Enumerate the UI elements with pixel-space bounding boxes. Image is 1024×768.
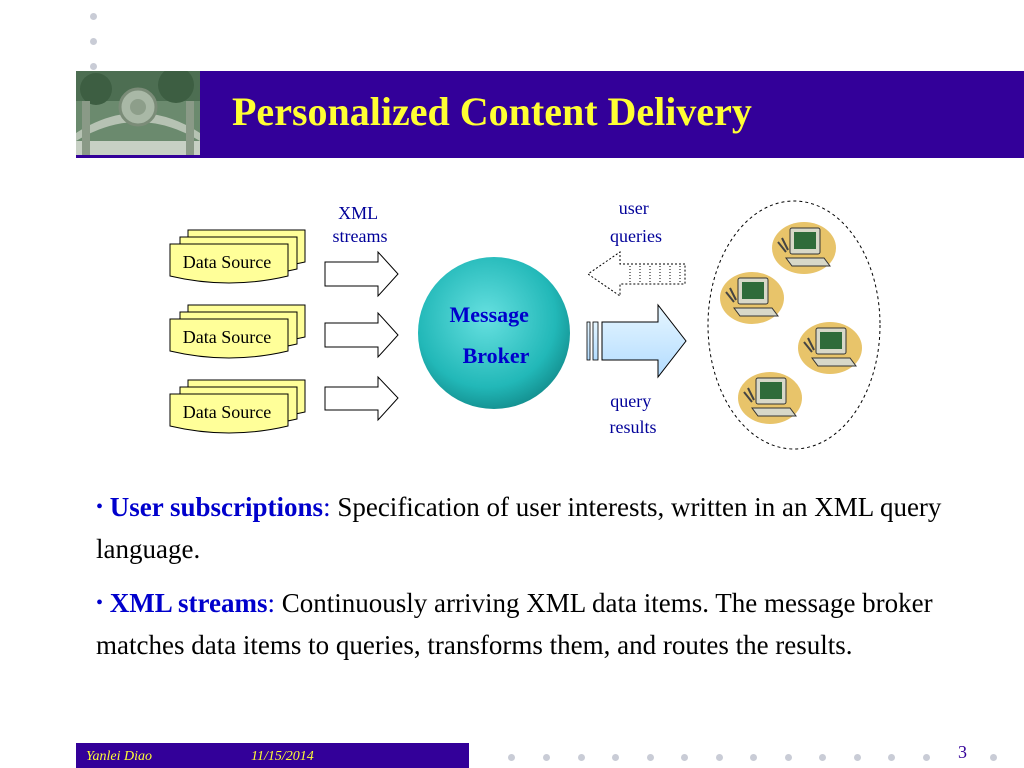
data-source-label: Data Source — [183, 252, 271, 272]
footer-author: Yanlei Diao — [86, 749, 152, 764]
decorative-dot — [647, 754, 654, 761]
computer-icon — [772, 222, 836, 274]
message-broker-label: Message Broker — [450, 302, 535, 368]
user-queries-label: user queries — [610, 198, 662, 246]
decorative-dot — [990, 754, 997, 761]
data-source-1: Data Source — [169, 229, 306, 284]
content-delivery-diagram: Data Source Data Source Data Source XML … — [169, 198, 881, 450]
query-results-arrow — [586, 303, 687, 379]
decorative-dot — [578, 754, 585, 761]
computer-icon — [738, 372, 802, 424]
bullet-text: Continuously arriving XML data items. Th… — [96, 588, 933, 660]
sather-gate-logo — [76, 71, 200, 158]
stream-arrow — [324, 250, 399, 298]
footer-bar — [76, 743, 469, 768]
decorative-dot — [508, 754, 515, 761]
title-bar — [76, 71, 1024, 158]
bullet-item: • XML streams: Continuously arriving XML… — [96, 582, 956, 666]
footer-date: 11/15/2014 — [251, 749, 314, 764]
decorative-dot — [923, 754, 930, 761]
page-number: 3 — [958, 742, 967, 762]
bullet-icon: • — [96, 592, 104, 614]
decorative-dot — [716, 754, 723, 761]
decorative-dot — [90, 38, 97, 45]
data-source-2: Data Source — [169, 304, 306, 359]
query-results-label: query results — [610, 391, 657, 437]
bullet-text: Specification of user interests, written… — [96, 492, 942, 564]
bullet-item: • User subscriptions: Specification of u… — [96, 486, 956, 570]
computer-icon — [720, 272, 784, 324]
decorative-dot — [888, 754, 895, 761]
page-title: Personalized Content Delivery — [232, 89, 752, 134]
data-source-label: Data Source — [183, 402, 271, 422]
bullet-term: XML streams — [109, 588, 268, 618]
decorative-dot — [543, 754, 550, 761]
bullet-colon: : — [267, 588, 276, 618]
decorative-dot — [785, 754, 792, 761]
decorative-dot — [612, 754, 619, 761]
decorative-dot — [90, 13, 97, 20]
computer-icon — [798, 322, 862, 374]
decorative-dot — [681, 754, 688, 761]
decorative-dot — [750, 754, 757, 761]
xml-streams-label: XML streams — [333, 203, 388, 246]
bullet-colon: : — [323, 492, 331, 522]
data-source-3: Data Source — [169, 379, 306, 434]
decorative-dot — [854, 754, 861, 761]
stream-arrow — [324, 311, 399, 359]
decorative-dot — [90, 63, 97, 70]
bullet-term: User subscriptions — [109, 492, 324, 522]
message-broker — [418, 257, 570, 409]
clients-group — [707, 200, 881, 450]
data-source-label: Data Source — [183, 327, 271, 347]
user-queries-arrow — [587, 251, 686, 297]
decorative-dot — [819, 754, 826, 761]
bullet-list: • User subscriptions: Specification of u… — [96, 486, 956, 678]
bullet-icon: • — [96, 496, 104, 518]
stream-arrow — [324, 375, 399, 422]
